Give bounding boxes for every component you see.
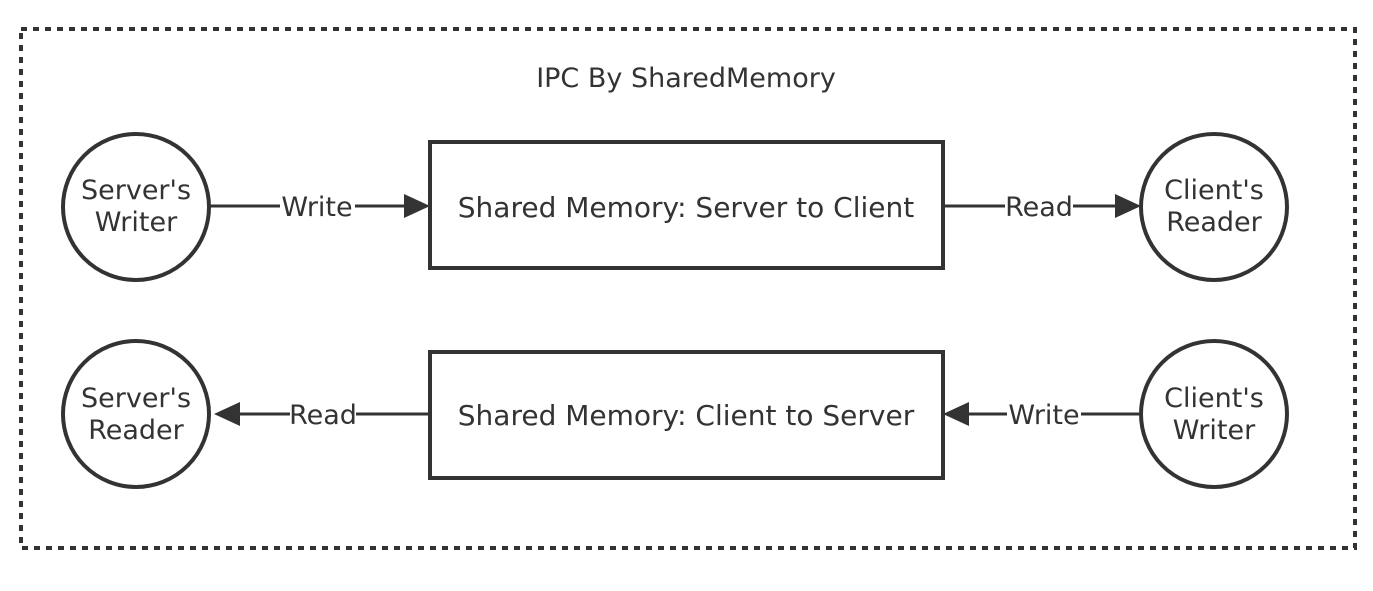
client-writer-line-2: Writer — [1173, 415, 1256, 446]
server-reader-node: Server's Reader — [61, 339, 211, 489]
top-write-edge: Write — [209, 192, 430, 223]
bottom-write-arrowhead — [943, 402, 969, 426]
client-reader-line-1: Client's — [1164, 175, 1264, 206]
client-writer-node: Client's Writer — [1139, 339, 1289, 489]
server-reader-line-1: Server's — [81, 383, 191, 414]
diagram-title: IPC By SharedMemory — [536, 63, 836, 94]
server-to-client-box: Shared Memory: Server to Client — [428, 140, 945, 270]
bottom-read-edge: Read — [214, 400, 430, 431]
server-writer-node: Server's Writer — [61, 132, 211, 282]
top-write-label: Write — [281, 192, 352, 223]
top-read-edge: Read — [943, 192, 1141, 223]
server-reader-line-2: Reader — [88, 415, 184, 446]
client-writer-line-1: Client's — [1164, 383, 1264, 414]
client-to-server-label: Shared Memory: Client to Server — [458, 399, 915, 432]
diagram-frame — [19, 27, 1357, 550]
server-writer-line-2: Writer — [95, 207, 178, 238]
bottom-write-label: Write — [1008, 400, 1079, 431]
server-to-client-label: Shared Memory: Server to Client — [458, 191, 914, 224]
client-reader-node: Client's Reader — [1139, 132, 1289, 282]
bottom-write-edge: Write — [943, 400, 1141, 431]
bottom-read-label: Read — [289, 400, 357, 431]
top-read-arrowhead — [1115, 194, 1141, 218]
bottom-read-arrowhead — [214, 402, 240, 426]
client-reader-line-2: Reader — [1166, 207, 1262, 238]
top-read-label: Read — [1005, 192, 1073, 223]
server-writer-line-1: Server's — [81, 175, 191, 206]
client-to-server-box: Shared Memory: Client to Server — [428, 350, 945, 480]
top-write-arrowhead — [404, 194, 430, 218]
